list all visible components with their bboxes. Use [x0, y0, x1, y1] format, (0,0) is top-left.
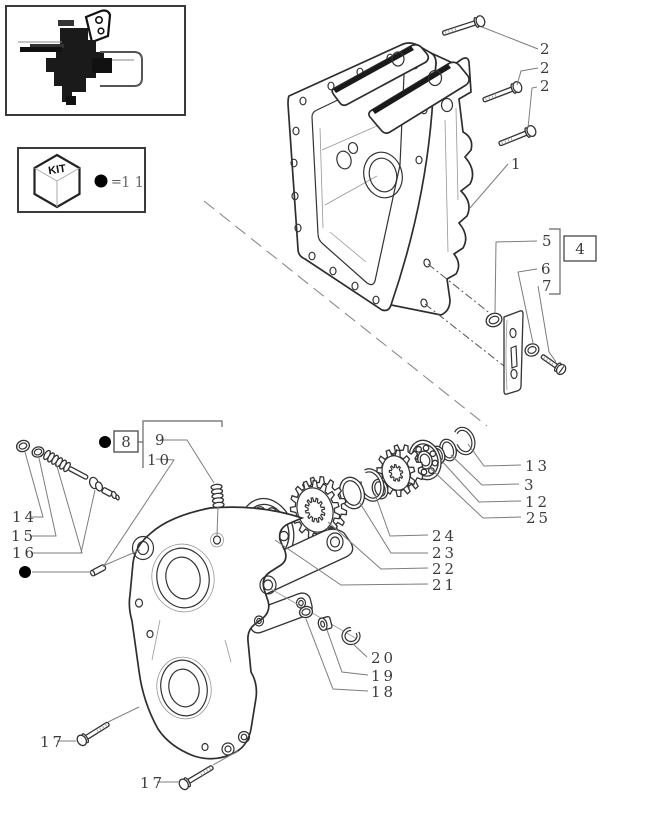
bolt-2b — [482, 81, 523, 103]
projection-lines — [203, 200, 505, 427]
callout-18: 18 — [371, 683, 396, 701]
callout-9: 9 — [155, 431, 165, 449]
cover-housing — [128, 506, 354, 760]
callout-15: 15 — [11, 527, 36, 545]
washer-6 — [524, 343, 540, 357]
cover-body — [128, 506, 305, 760]
callout-7: 7 — [542, 277, 552, 295]
bolt-7-slot — [558, 366, 565, 374]
callout-22: 22 — [432, 560, 457, 578]
bolt-2c — [498, 125, 537, 147]
callout-20: 20 — [371, 649, 396, 667]
plunger-rod — [68, 466, 89, 480]
o-ring-18 — [298, 605, 314, 619]
callout-4: 4 — [575, 240, 585, 258]
slotted-plate — [503, 310, 524, 395]
callout-2a: 2 — [540, 40, 550, 58]
callout-17b: 17 — [140, 774, 165, 792]
main-housing — [287, 42, 474, 316]
kit-equals: = — [111, 175, 122, 190]
callout-17a: 17 — [40, 733, 65, 751]
callout-10: 10 — [147, 451, 172, 469]
kit-part-number: 11 — [121, 173, 148, 191]
spring-9 — [210, 483, 225, 509]
callout-13: 13 — [525, 457, 550, 475]
callout-14: 14 — [12, 508, 37, 526]
snap-ring-20 — [341, 626, 361, 646]
bolt-17b — [178, 765, 214, 791]
cluster-gear — [371, 444, 424, 500]
callout-23: 23 — [432, 544, 457, 562]
callout-16: 16 — [12, 544, 37, 562]
callout-2b: 2 — [540, 59, 550, 77]
assembly-thumbnail — [5, 5, 186, 116]
callout-19: 19 — [371, 667, 396, 685]
kit-dot-pin — [19, 566, 31, 578]
callout-8-box — [113, 430, 139, 453]
kit-dot-legend — [94, 174, 108, 188]
callout-3: 3 — [524, 476, 534, 494]
bolt-17a — [76, 721, 110, 747]
callout-8: 8 — [121, 433, 131, 451]
kit-cube-label: KIT — [47, 163, 67, 178]
pin-10 — [89, 564, 107, 577]
bolt-2a — [441, 15, 486, 36]
washer-14 — [15, 439, 31, 453]
seal-15 — [31, 446, 45, 458]
callout-5: 5 — [542, 232, 552, 250]
plug-parts — [270, 588, 361, 646]
callout-labels: 2 2 2 1 5 6 7 4 8 9 10 13 3 12 25 24 23 … — [11, 40, 597, 792]
callout-24: 24 — [432, 527, 457, 545]
callout-6: 6 — [541, 260, 551, 278]
callout-12: 12 — [525, 493, 550, 511]
kit-cube-icon: KIT — [33, 153, 81, 209]
callout-21: 21 — [432, 576, 457, 594]
top-bracket — [331, 43, 470, 134]
plug-19 — [317, 615, 333, 631]
callout-1: 1 — [511, 155, 521, 173]
leader-lines — [24, 26, 561, 783]
detent-assembly — [15, 439, 120, 501]
bolt-7 — [540, 354, 567, 376]
o-ring-5 — [485, 312, 503, 328]
gear-22 — [289, 475, 348, 541]
callout-25: 25 — [526, 509, 551, 527]
spring-16 — [43, 449, 71, 473]
callout-4-box — [563, 235, 597, 262]
snap-ring-13 — [453, 426, 476, 456]
callout-2c: 2 — [540, 77, 550, 95]
kit-dot-8 — [99, 436, 111, 448]
kit-legend: KIT = 11 — [17, 147, 148, 213]
cover-plate-group — [485, 310, 567, 395]
